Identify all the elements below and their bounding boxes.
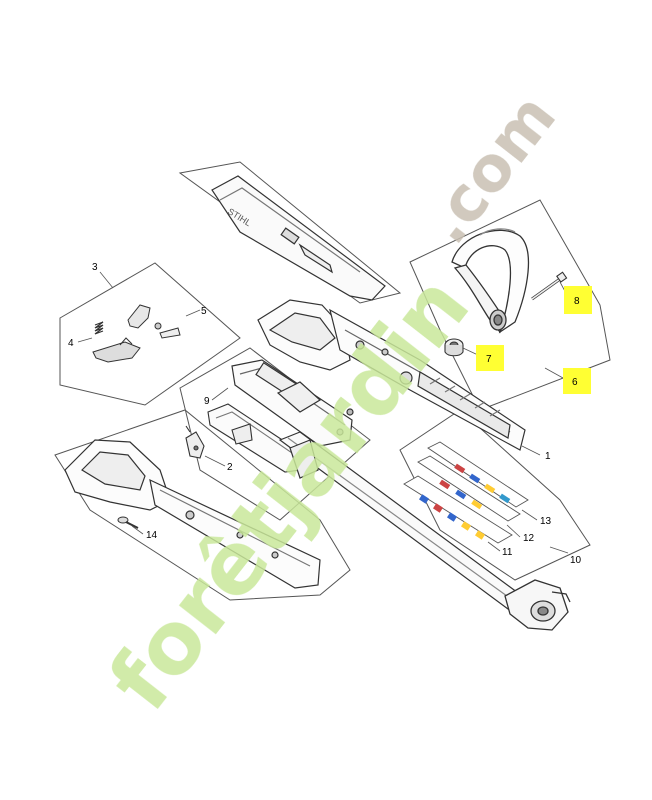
- shaft-part: [278, 431, 526, 613]
- callout-5: 5: [201, 306, 207, 317]
- callout-3: 3: [92, 262, 98, 273]
- callout-12: 12: [523, 533, 535, 544]
- nut-part: [444, 338, 464, 357]
- bolt-part: [531, 271, 568, 301]
- front-handle-part: [451, 228, 530, 334]
- callout-10: 10: [570, 555, 582, 566]
- battery-compartment-part: [207, 403, 306, 473]
- callout-1: 1: [545, 451, 551, 462]
- chassis-part: [231, 359, 354, 447]
- small-parts-group-3: [92, 304, 181, 363]
- group-box-3: [59, 262, 241, 406]
- callout-11: 11: [502, 547, 513, 558]
- group-box-main: [54, 409, 351, 601]
- callout-7: 7: [486, 354, 492, 365]
- screw-part: [117, 516, 139, 529]
- handle-housing-part: [64, 439, 321, 589]
- callout-9: 9: [204, 396, 210, 407]
- callout-6: 6: [572, 377, 578, 388]
- watermark: forêtjardin .com: [90, 80, 570, 729]
- top-cover-part: STIHL: [211, 175, 386, 301]
- callout-13: 13: [540, 516, 552, 527]
- spring-part: [94, 321, 104, 335]
- clip-part: [159, 327, 181, 339]
- gear-head-part: [504, 579, 571, 631]
- callout-8: 8: [574, 296, 580, 307]
- trigger-part: [92, 341, 141, 363]
- label-sheets: [403, 441, 529, 544]
- group-box-handle: [409, 199, 611, 411]
- callout-highlights: [476, 286, 592, 394]
- motor-housing-part: [257, 299, 526, 451]
- switch-part: [185, 425, 205, 459]
- lever-part: [127, 304, 151, 329]
- highlight-8: [564, 286, 592, 314]
- callout-4: 4: [68, 338, 74, 349]
- highlight-7: [476, 345, 504, 371]
- callout-14: 14: [146, 530, 158, 541]
- label-sheet-12: [417, 455, 521, 522]
- highlight-6: [563, 368, 591, 394]
- callout-numbers: 1 2 3 4 5 6 7 8 9 10 11 12 13 14: [68, 262, 582, 566]
- leader-lines: [77, 271, 569, 554]
- callout-2: 2: [227, 462, 233, 473]
